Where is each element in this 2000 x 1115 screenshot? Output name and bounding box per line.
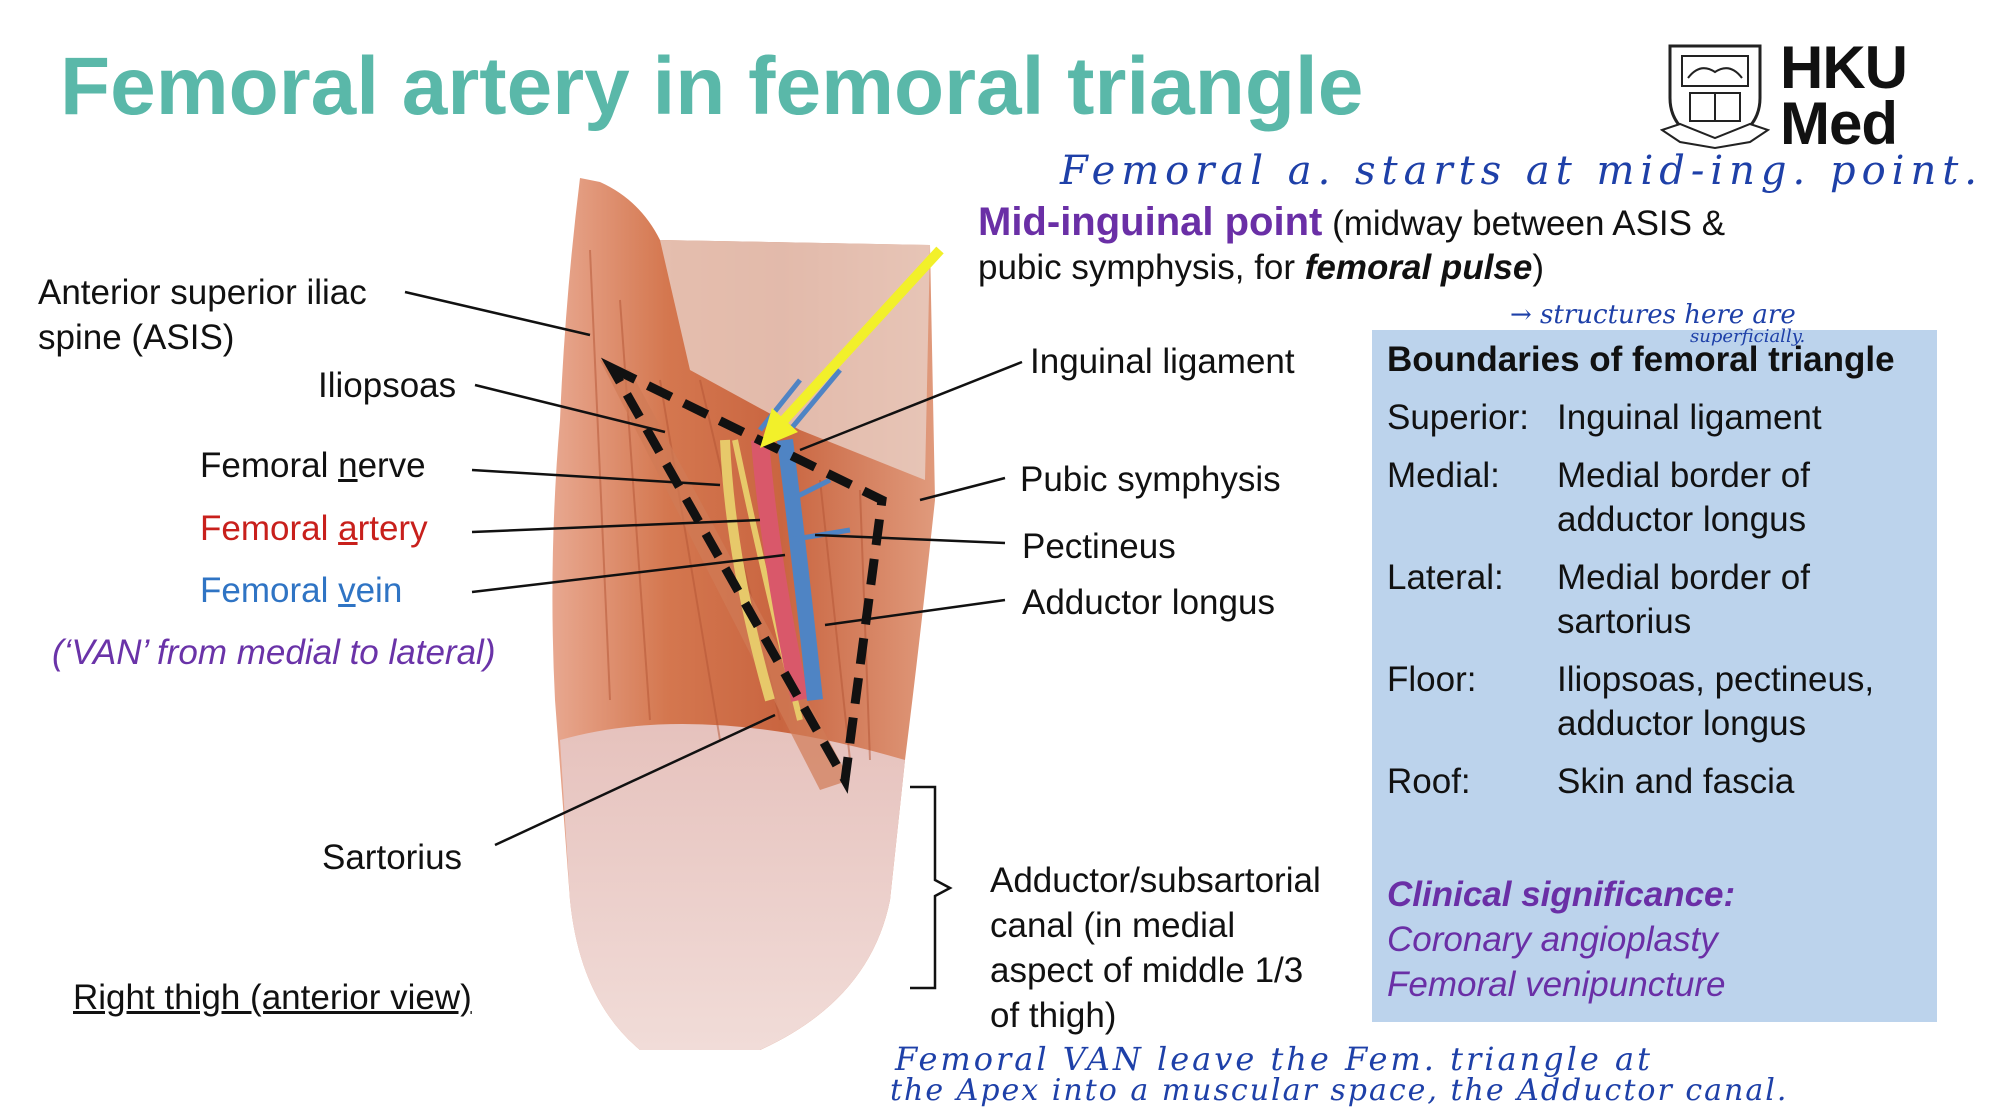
mid-inguinal-desc2-end: ) (1532, 248, 1545, 287)
mid-inguinal-desc2: pubic symphysis, for (978, 248, 1305, 287)
hku-med-wordmark: HKU Med (1780, 34, 1908, 157)
clinical-item-venipuncture: Femoral venipuncture (1387, 965, 1726, 1004)
femoral-nerve-underline: n (338, 446, 358, 485)
figure-caption: Right thigh (anterior view) (73, 978, 472, 1017)
boundary-value: Medial border of adductor longus (1557, 456, 1810, 539)
canal-line2: canal (in medial (990, 906, 1236, 945)
femoral-artery-label: Femoral artery (200, 509, 428, 549)
boundaries-title: Boundaries of femoral triangle (1387, 340, 1895, 379)
boundaries-box: Boundaries of femoral triangle Superior:… (1372, 330, 1937, 1022)
femoral-nerve-text: Femoral (200, 446, 339, 485)
femoral-vein-text: Femoral (200, 571, 339, 610)
femoral-artery-text-end: rtery (357, 509, 428, 548)
boundary-value: Medial border of sartorius (1557, 558, 1810, 641)
handwritten-note-box1: → structures here are (1510, 300, 1796, 330)
handwritten-note-box2: superficially. (1690, 326, 1806, 347)
adductor-longus-label: Adductor longus (1022, 583, 1275, 622)
pectineus-label: Pectineus (1022, 527, 1176, 566)
canal-line3: aspect of middle 1/3 (990, 951, 1304, 990)
clinical-item-angioplasty: Coronary angioplasty (1387, 920, 1718, 959)
femoral-vein-text-end: ein (355, 571, 403, 610)
femoral-triangle-outline (600, 357, 887, 794)
iliopsoas-label: Iliopsoas (318, 366, 457, 405)
logo-text-med: Med (1780, 90, 1898, 157)
adductor-canal-label: Adductor/subsartorial canal (in medial a… (990, 858, 1390, 1038)
crest-icon (1659, 44, 1771, 150)
boundary-key: Lateral: (1387, 558, 1504, 597)
hku-crest-logo (1659, 38, 1920, 150)
femoral-nerve-text-end: erve (357, 446, 426, 485)
pubic-symphysis-label: Pubic symphysis (1020, 460, 1281, 499)
sartorius-label: Sartorius (322, 838, 463, 877)
clinical-title: Clinical significance: (1387, 875, 1736, 914)
femoral-pulse-text: femoral pulse (1304, 248, 1533, 287)
boundary-key: Superior: (1387, 398, 1530, 437)
boundary-value: Inguinal ligament (1557, 398, 1822, 437)
canal-line1: Adductor/subsartorial (990, 861, 1321, 900)
boundary-key: Medial: (1387, 456, 1500, 495)
femoral-artery-underline: a (338, 509, 358, 548)
femoral-artery-text: Femoral (200, 509, 339, 548)
inguinal-ligament-label: Inguinal ligament (1030, 342, 1295, 381)
canal-line4: of thigh) (990, 996, 1117, 1035)
mid-inguinal-title: Mid-inguinal point (978, 200, 1323, 244)
asis-label-line2: spine (ASIS) (38, 318, 235, 357)
asis-label-line1: Anterior superior iliac (38, 273, 367, 312)
slide-title: Femoral artery in femoral triangle (60, 41, 1364, 132)
mid-inguinal-description: Mid-inguinal point (midway between ASIS … (978, 200, 1878, 290)
van-note: (‘VAN’ from medial to lateral) (52, 633, 496, 672)
boundary-key: Floor: (1387, 660, 1477, 699)
boundary-value: Skin and fascia (1557, 762, 1795, 801)
handwritten-note-bottom1: Femoral VAN leave the Fem. triangle at (895, 1040, 1653, 1078)
clinical-significance: Clinical significance: Coronary angiopla… (1387, 872, 1735, 1007)
boundary-value: Iliopsoas, pectineus, adductor longus (1557, 660, 1875, 743)
mid-inguinal-arrow (771, 246, 944, 434)
boundary-key: Roof: (1387, 762, 1471, 801)
femoral-vein-label: Femoral vein (200, 571, 402, 611)
logo-text-hku: HKU (1780, 34, 1908, 101)
femoral-vein-underline: v (338, 571, 356, 610)
femoral-nerve-label: Femoral nerve (200, 446, 426, 486)
handwritten-note-bottom2: the Apex into a muscular space, the Addu… (890, 1073, 1789, 1108)
handwritten-note-top: Femoral a. starts at mid-ing. point. (1060, 148, 1983, 194)
asis-label: Anterior superior iliac spine (ASIS) (38, 270, 367, 360)
mid-inguinal-desc1: (midway between ASIS & (1322, 204, 1726, 243)
